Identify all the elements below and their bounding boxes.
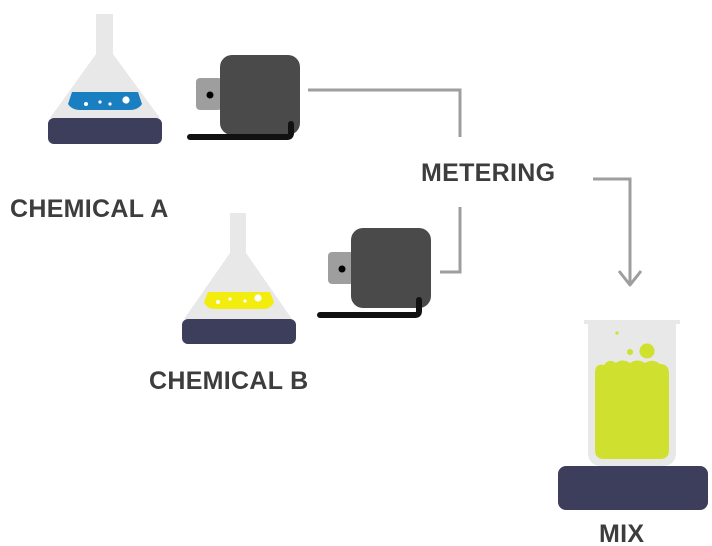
flask-a-bubble [122, 96, 130, 104]
flask-a [48, 14, 162, 144]
flask-a-stand [48, 118, 162, 144]
flask-b-bubble [254, 294, 262, 302]
arrow-down-icon [617, 270, 643, 287]
flask-b-stand [182, 319, 296, 344]
pump-b-body [351, 228, 431, 308]
connector-b-to-metering [440, 207, 462, 274]
pump-a-port-icon [206, 91, 214, 99]
flask-a-bubble [98, 100, 102, 104]
pump-b-base-line [317, 297, 422, 318]
pump-a-body [220, 55, 300, 135]
pump-a [187, 55, 300, 140]
connector-metering-to-mix [593, 177, 632, 285]
mix-beaker-liquid [595, 360, 669, 459]
pump-b-port-icon [338, 265, 346, 273]
flask-b-bubble [228, 297, 232, 301]
flask-b [182, 213, 296, 344]
label-chemical-a: CHEMICAL A [10, 195, 169, 223]
label-metering: METERING [421, 159, 556, 187]
mix-beaker [558, 320, 708, 510]
pump-a-base-line [187, 121, 294, 140]
flask-b-bubble [243, 299, 247, 303]
mix-bubble [615, 331, 619, 335]
connector-a-to-metering [308, 88, 462, 137]
pump-b [317, 228, 431, 318]
flask-a-bubble [84, 102, 88, 106]
flask-a-bubble [108, 102, 112, 106]
flask-b-liquid [204, 292, 274, 309]
flask-a-liquid [68, 92, 142, 110]
flask-b-bubble [216, 300, 220, 304]
mix-bubble [639, 343, 655, 359]
mix-stand [558, 466, 708, 510]
mix-bubble [627, 349, 633, 355]
label-chemical-b: CHEMICAL B [149, 367, 309, 395]
label-mix: MIX [599, 520, 645, 546]
